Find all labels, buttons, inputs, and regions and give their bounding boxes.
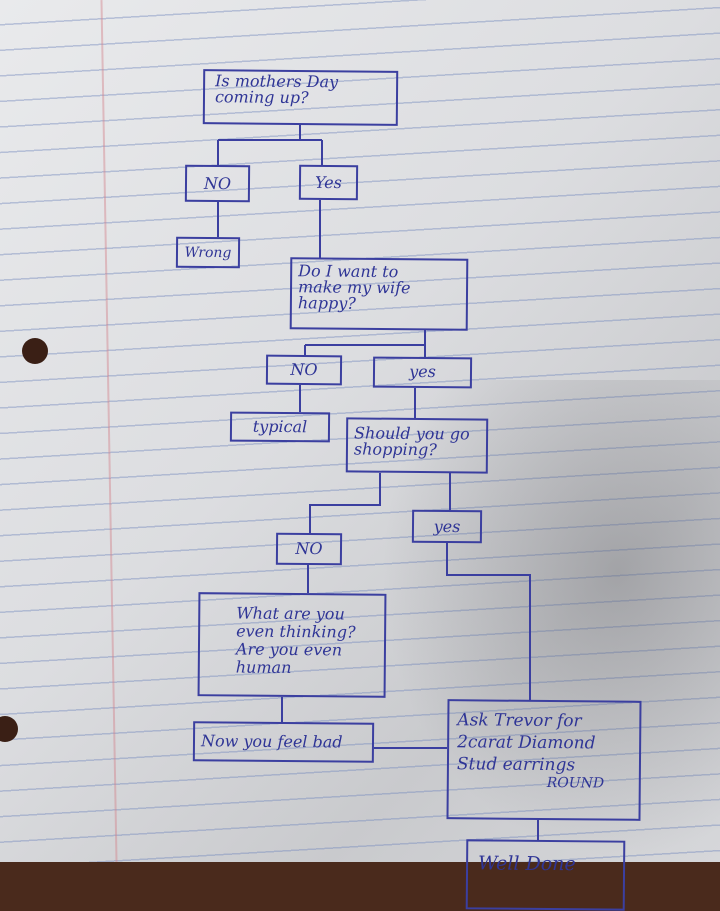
result-wrong: Wrong (175, 236, 241, 269)
result-now-you-feel-bad: Now you feel bad (192, 721, 375, 763)
connector (446, 543, 531, 700)
answer-yes-2: yes (372, 356, 473, 389)
question-make-wife-happy: Do I want to make my wife happy? (289, 257, 469, 331)
box-text: Stud earrings (456, 754, 576, 776)
connector (299, 385, 416, 418)
box-text: NO (203, 173, 232, 194)
answer-no-3: NO (275, 532, 343, 566)
box-text: Well Done (478, 852, 576, 876)
box-text: yes (409, 361, 436, 382)
box-text: 2carat Diamond (457, 732, 596, 754)
answer-no-2: NO (265, 354, 343, 386)
result-ask-trevor: Ask Trevor for 2carat Diamond Stud earri… (446, 699, 642, 821)
question-go-shopping: Should you go shopping? (345, 417, 489, 474)
box-text: NO (290, 359, 318, 380)
box-text: coming up? (214, 87, 309, 108)
box-text: shopping? (353, 439, 437, 460)
box-text: yes (433, 516, 461, 537)
answer-yes-1: Yes (298, 164, 359, 201)
connector (281, 565, 539, 840)
box-text: ROUND (546, 775, 605, 792)
connector (217, 200, 321, 258)
box-text: typical (252, 416, 308, 437)
shadow (380, 380, 720, 860)
box-text: Now you feel bad (200, 731, 343, 752)
box-text: happy? (297, 293, 356, 313)
box-text: human (235, 657, 292, 677)
result-typical: typical (229, 411, 331, 443)
connector (217, 125, 323, 165)
box-text: NO (295, 538, 323, 559)
connector (304, 330, 426, 357)
punch-hole (0, 716, 18, 742)
box-text: Yes (314, 172, 343, 193)
box-text: Ask Trevor for (457, 710, 582, 732)
result-what-are-you-thinking: What are you even thinking? Are you even… (197, 592, 387, 698)
answer-yes-3: yes (411, 509, 483, 544)
answer-no-1: NO (184, 164, 251, 203)
result-well-done: Well Done (465, 839, 626, 911)
notebook-paper (0, 0, 720, 862)
connector (309, 473, 451, 533)
question-mothers-day: Is mothers Day coming up? (202, 69, 399, 126)
punch-hole (22, 338, 48, 364)
box-text: Wrong (184, 244, 232, 262)
